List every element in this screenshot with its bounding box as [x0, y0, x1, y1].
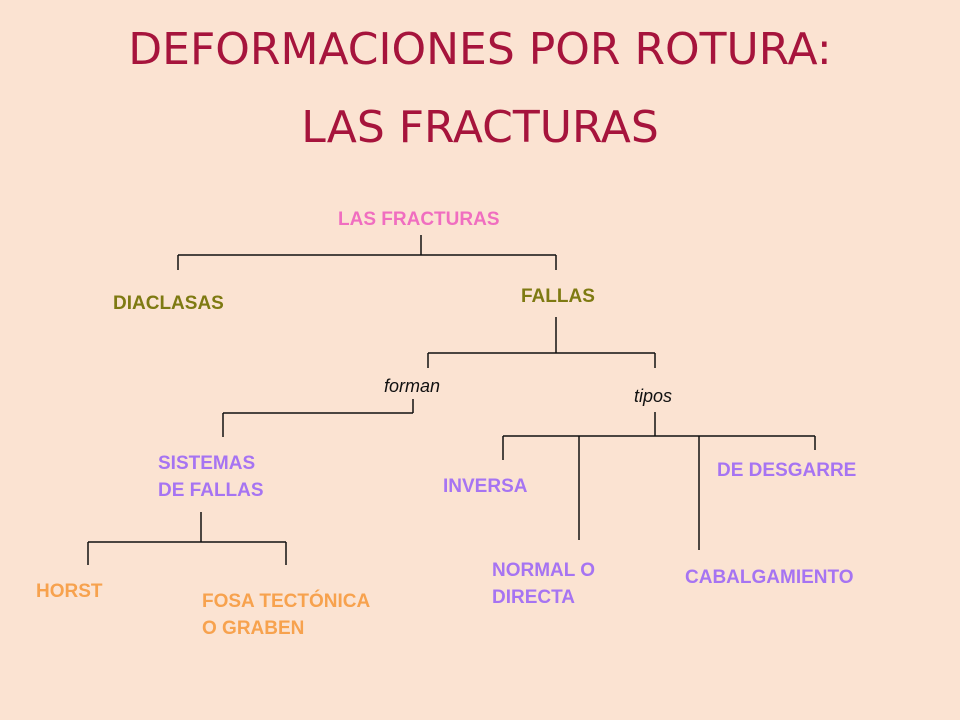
- node-fosa-tectonica: FOSA TECTÓNICA O GRABEN: [202, 588, 370, 642]
- node-horst: HORST: [36, 581, 103, 602]
- node-normal-o-directa: NORMAL O DIRECTA: [492, 557, 595, 611]
- node-sistemas-line-1: SISTEMAS: [158, 453, 256, 474]
- node-normal-line-1: NORMAL O: [492, 560, 596, 581]
- node-diaclasas: DIACLASAS: [113, 293, 224, 314]
- relation-forman: forman: [384, 376, 441, 396]
- node-de-desgarre: DE DESGARRE: [717, 460, 857, 481]
- node-las-fracturas: LAS FRACTURAS: [338, 209, 500, 230]
- relation-tipos: tipos: [634, 386, 673, 406]
- node-fosa-line-2: O GRABEN: [202, 618, 305, 639]
- node-cabalgamiento: CABALGAMIENTO: [685, 567, 854, 588]
- node-sistemas-line-2: DE FALLAS: [158, 480, 264, 501]
- node-normal-line-2: DIRECTA: [492, 587, 576, 608]
- node-fosa-line-1: FOSA TECTÓNICA: [202, 591, 371, 612]
- node-fallas: FALLAS: [521, 286, 595, 307]
- page-title-line-2: LAS FRACTURAS: [301, 102, 659, 153]
- node-inversa: INVERSA: [443, 476, 528, 497]
- page-title-line-1: DEFORMACIONES POR ROTURA:: [128, 24, 832, 75]
- node-sistemas-de-fallas: SISTEMAS DE FALLAS: [158, 450, 264, 504]
